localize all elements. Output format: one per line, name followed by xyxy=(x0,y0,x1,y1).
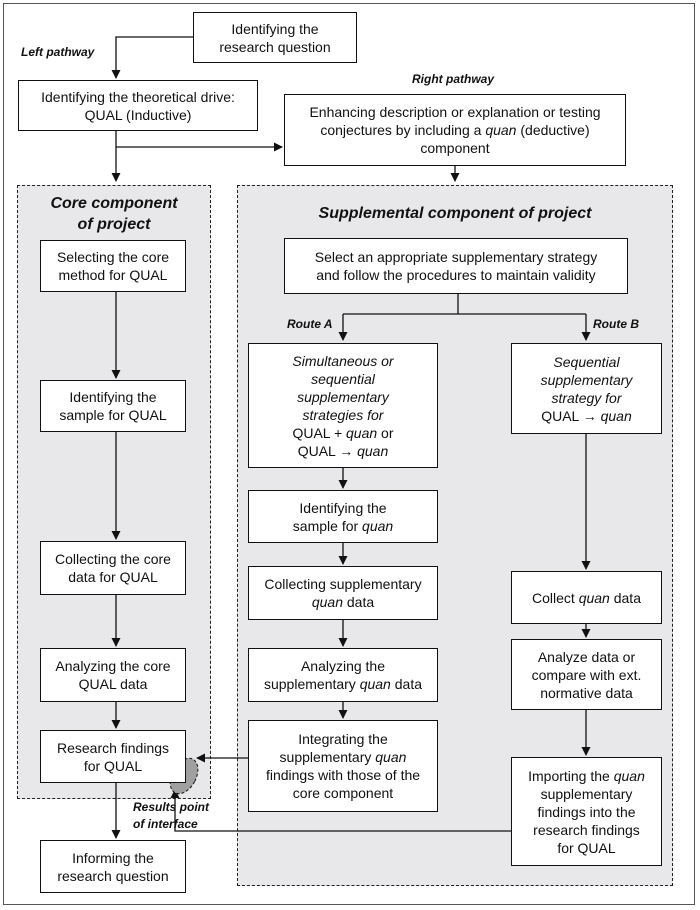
arrow-question-to-drive xyxy=(111,36,193,79)
node-analyze-core-text: Analyzing the core QUAL data xyxy=(55,658,171,692)
node-analyze-normative: Analyze data or compare with ext. normat… xyxy=(511,639,662,710)
node-research-question-text: Identifying the research question xyxy=(219,20,331,55)
node-theoretical-drive-text: Identifying the theoretical drive: QUAL … xyxy=(41,88,235,123)
node-findings-qual-text: Research findings for QUAL xyxy=(56,739,170,774)
node-collect-quan: Collect quan data xyxy=(511,571,662,624)
node-theoretical-drive: Identifying the theoretical drive: QUAL … xyxy=(18,80,258,131)
node-select-core-text: Selecting the core method for QUAL xyxy=(56,249,170,283)
results-point-label: Results point of interface xyxy=(133,800,210,831)
supplemental-component-title: Supplemental component of project xyxy=(318,205,592,222)
route-b-label: Route B xyxy=(593,317,639,331)
node-informing-text: Informing the research question xyxy=(57,849,169,884)
node-collect-quan-text: Collect quan data xyxy=(532,589,641,606)
route-a-label: Route A xyxy=(287,317,333,331)
node-collect-core-text: Collecting the core data for QUAL xyxy=(55,551,171,585)
node-sample-qual-text: Identifying the sample for QUAL xyxy=(59,389,167,423)
core-component-title: Core component of project xyxy=(50,195,178,233)
node-select-supplementary: Select an appropriate supplementary stra… xyxy=(284,238,628,294)
node-select-core: Selecting the core method for QUAL xyxy=(40,240,186,292)
node-collect-core: Collecting the core data for QUAL xyxy=(40,541,186,595)
node-enhancing: Enhancing description or explanation or … xyxy=(284,94,626,166)
node-findings-qual: Research findings for QUAL xyxy=(40,730,186,783)
arrow-importing-to-interface xyxy=(170,789,512,832)
right-pathway-label: Right pathway xyxy=(412,72,495,86)
node-analyze-core: Analyzing the core QUAL data xyxy=(40,648,186,702)
left-pathway-label: Left pathway xyxy=(21,45,95,59)
node-select-supplementary-text: Select an appropriate supplementary stra… xyxy=(314,249,598,283)
figure-frame xyxy=(3,3,695,905)
node-enhancing-text: Enhancing description or explanation or … xyxy=(309,104,601,156)
node-informing: Informing the research question xyxy=(40,840,186,893)
node-research-question: Identifying the research question xyxy=(193,12,357,63)
node-sample-qual: Identifying the sample for QUAL xyxy=(40,380,186,432)
node-analyze-normative-text: Analyze data or compare with ext. normat… xyxy=(531,648,642,701)
